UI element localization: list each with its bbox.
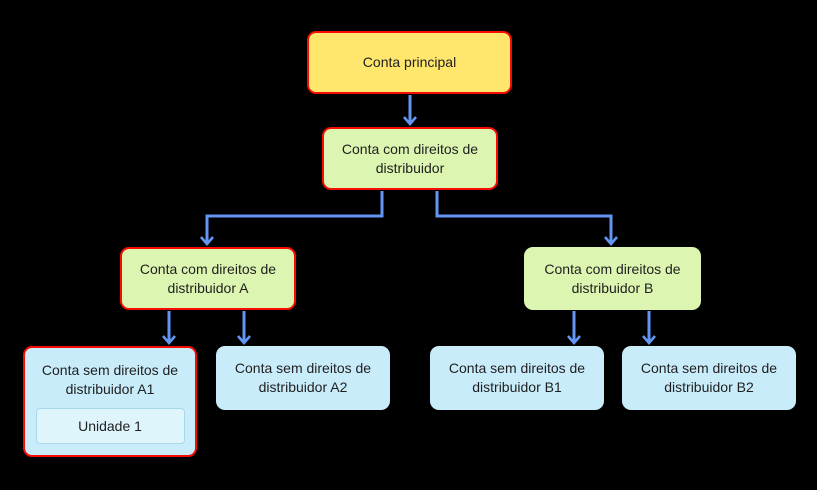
node-conta-com-direitos-distribuidor-b: Conta com direitos de distribuidor B	[524, 247, 701, 310]
node-conta-sem-direitos-b2: Conta sem direitos de distribuidor B2	[622, 346, 796, 410]
node-conta-sem-direitos-a2: Conta sem direitos de distribuidor A2	[216, 346, 390, 410]
node-label: Conta com direitos de distribuidor B	[544, 260, 681, 296]
node-conta-principal: Conta principal	[307, 31, 512, 94]
node-conta-com-direitos-distribuidor: Conta com direitos de distribuidor	[322, 127, 498, 190]
node-label: Conta principal	[362, 54, 457, 70]
node-conta-sem-direitos-a1: Conta sem direitos de distribuidor A1 Un…	[23, 346, 197, 457]
edge-distribuidor-to-b	[435, 191, 618, 246]
node-label: Conta sem direitos de distribuidor A2	[234, 360, 372, 395]
node-label: Conta sem direitos de distribuidor B1	[448, 360, 586, 395]
node-conta-sem-direitos-b1: Conta sem direitos de distribuidor B1	[430, 346, 604, 410]
node-label: Conta sem direitos de distribuidor B2	[640, 360, 778, 395]
node-unidade-1: Unidade 1	[35, 408, 185, 444]
node-conta-com-direitos-distribuidor-a: Conta com direitos de distribuidor A	[120, 247, 296, 310]
node-label: Unidade 1	[78, 417, 142, 434]
node-label: Conta com direitos de distribuidor	[341, 140, 479, 176]
node-label: Conta sem direitos de distribuidor A1	[41, 362, 179, 397]
edge-distribuidor-to-a	[200, 191, 384, 246]
node-label: Conta com direitos de distribuidor A	[139, 260, 277, 296]
